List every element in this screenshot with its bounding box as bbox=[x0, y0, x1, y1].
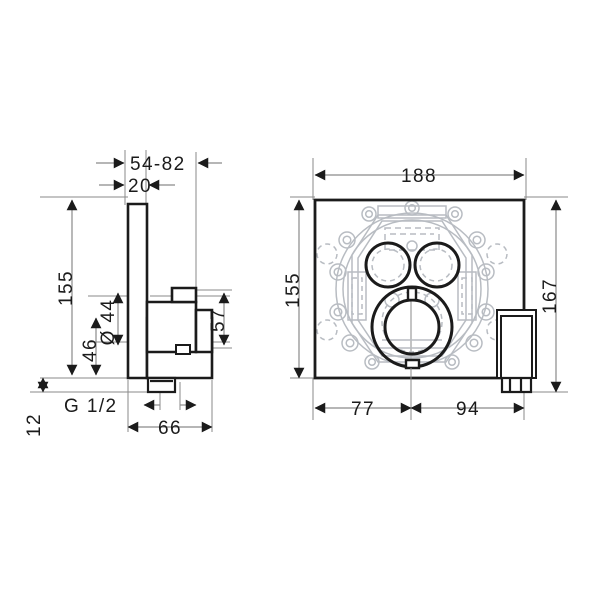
dim-left-offset: 77 bbox=[314, 399, 412, 420]
dim-front-width-label: 188 bbox=[401, 166, 437, 187]
dim-front-plate-height: 155 bbox=[283, 199, 305, 379]
front-view-right-projection bbox=[496, 309, 537, 379]
dim-front-overall-height-label: 167 bbox=[540, 278, 561, 314]
thread-callout: G 1/2 bbox=[64, 396, 197, 417]
button-right-icon[interactable] bbox=[413, 241, 461, 289]
dim-total-height: 155 bbox=[56, 199, 78, 376]
dim-plate-thickness: 20 bbox=[99, 176, 175, 197]
dim-outlet-offset: 12 bbox=[24, 377, 49, 437]
front-view-outlet-connector bbox=[500, 376, 533, 394]
dim-axis-height-label: 46 bbox=[80, 338, 101, 362]
dim-depth-range: 54-82 bbox=[96, 154, 222, 175]
dim-front-overall-height: 167 bbox=[540, 199, 562, 393]
thread-callout-label: G 1/2 bbox=[64, 396, 117, 417]
side-view-outlet-connector bbox=[146, 376, 177, 394]
dim-body-height-label: 57 bbox=[208, 308, 229, 332]
dim-axis-height: 46 bbox=[80, 317, 102, 376]
dim-right-offset-label: 94 bbox=[456, 399, 480, 420]
dim-front-plate-height-label: 155 bbox=[283, 272, 304, 308]
dim-body-depth: 66 bbox=[127, 418, 213, 439]
dim-body-height: 57 bbox=[208, 292, 230, 346]
dim-depth-range-label: 54-82 bbox=[130, 154, 186, 175]
dim-plate-thickness-label: 20 bbox=[128, 176, 152, 197]
handle-index-marks bbox=[404, 286, 421, 370]
dim-handle-diameter-label: Ø 44 bbox=[98, 299, 119, 346]
dim-body-depth-label: 66 bbox=[158, 418, 182, 439]
side-view-detail-nub bbox=[175, 344, 191, 355]
dim-total-height-label: 155 bbox=[56, 270, 77, 306]
dim-left-offset-label: 77 bbox=[351, 399, 375, 420]
button-left-icon[interactable] bbox=[364, 241, 412, 289]
dim-front-width: 188 bbox=[314, 166, 525, 187]
dim-outlet-offset-label: 12 bbox=[24, 413, 45, 437]
side-view: 54-82 20 155 46 Ø 44 bbox=[24, 150, 232, 439]
dim-handle-diameter: Ø 44 bbox=[98, 292, 124, 346]
front-view: 188 155 167 77 94 bbox=[283, 158, 568, 420]
dim-right-offset: 94 bbox=[410, 399, 525, 420]
